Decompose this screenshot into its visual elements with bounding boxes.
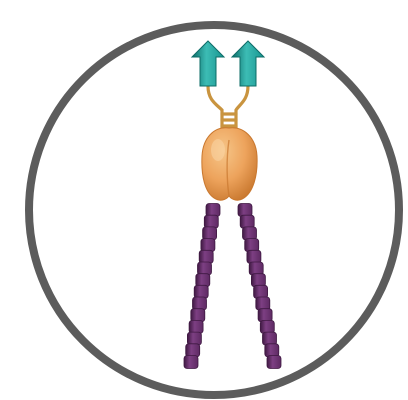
chain-left-segment — [187, 332, 201, 345]
chain-right-segment — [260, 320, 274, 333]
chain-right-segment — [243, 227, 257, 240]
chain-left-segment — [196, 274, 210, 287]
chain-left-segment — [193, 297, 207, 310]
chain-right-segment — [254, 285, 268, 298]
chain-right-segment — [263, 332, 277, 345]
chain-left-segment — [189, 320, 203, 333]
chain-left-segment — [203, 227, 217, 240]
chain-right-segment — [247, 250, 261, 263]
chain-right-segment — [267, 356, 281, 369]
chain-left-segment — [201, 239, 215, 252]
chain-right-segment — [249, 262, 263, 275]
chain-left-segment — [198, 262, 212, 275]
chain-left-segment — [206, 204, 220, 217]
chain-right-segment — [251, 274, 265, 287]
chain-left-segment — [191, 309, 205, 322]
chain-left-segment — [186, 344, 200, 357]
chain-right-segment — [256, 297, 270, 310]
chain-left-segment — [194, 285, 208, 298]
orange-body — [202, 128, 257, 200]
chain-left-segment — [204, 215, 218, 228]
chain-left-segment — [199, 250, 213, 263]
chain-right-segment — [245, 239, 259, 252]
chain-right-segment — [238, 204, 252, 217]
chain-right-segment — [258, 309, 272, 322]
chain-right-segment — [265, 344, 279, 357]
chain-left-segment — [184, 356, 198, 369]
chain-right-segment — [240, 215, 254, 228]
